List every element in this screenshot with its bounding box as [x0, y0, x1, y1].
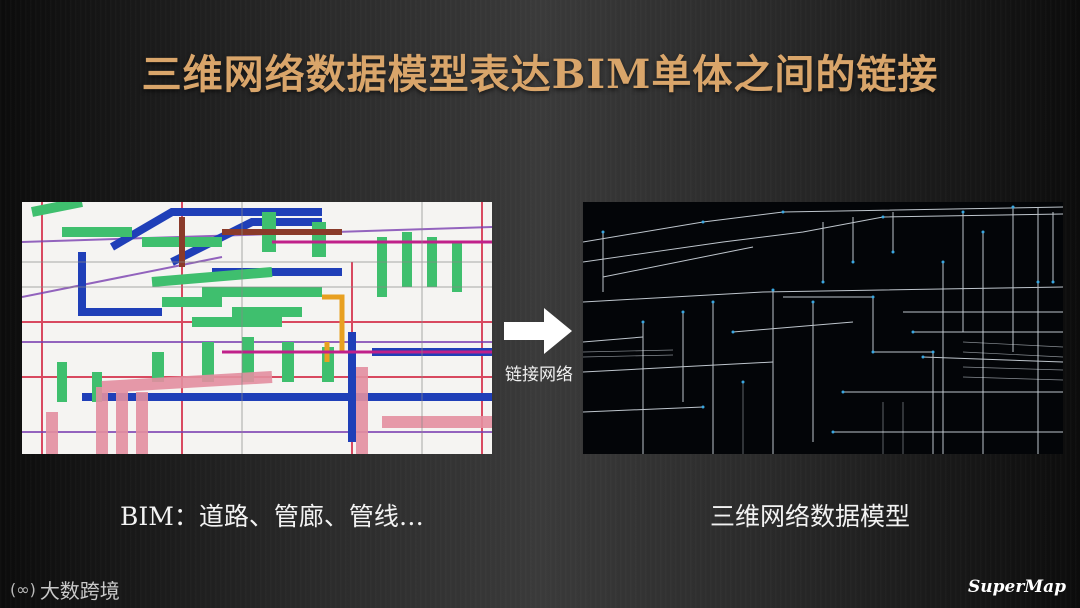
right-arrow-icon — [500, 306, 576, 356]
slide-title: 三维网络数据模型表达BIM单体之间的链接 — [0, 42, 1080, 100]
bim-model-image — [22, 202, 492, 454]
brand-logo: SuperMap — [968, 577, 1066, 597]
watermark-logo-icon: (∞) — [10, 580, 36, 599]
network-model-image — [583, 202, 1063, 454]
watermark-text: 大数跨境 — [40, 575, 120, 604]
network-caption: 三维网络数据模型 — [710, 497, 910, 533]
bim-pipeline-drawing — [22, 202, 492, 454]
watermark: (∞) 大数跨境 — [10, 575, 120, 604]
bim-caption: BIM：道路、管廊、管线… — [120, 497, 424, 533]
network-wireframe-drawing — [583, 202, 1063, 454]
arrow-label: 链接网络 — [494, 360, 584, 385]
